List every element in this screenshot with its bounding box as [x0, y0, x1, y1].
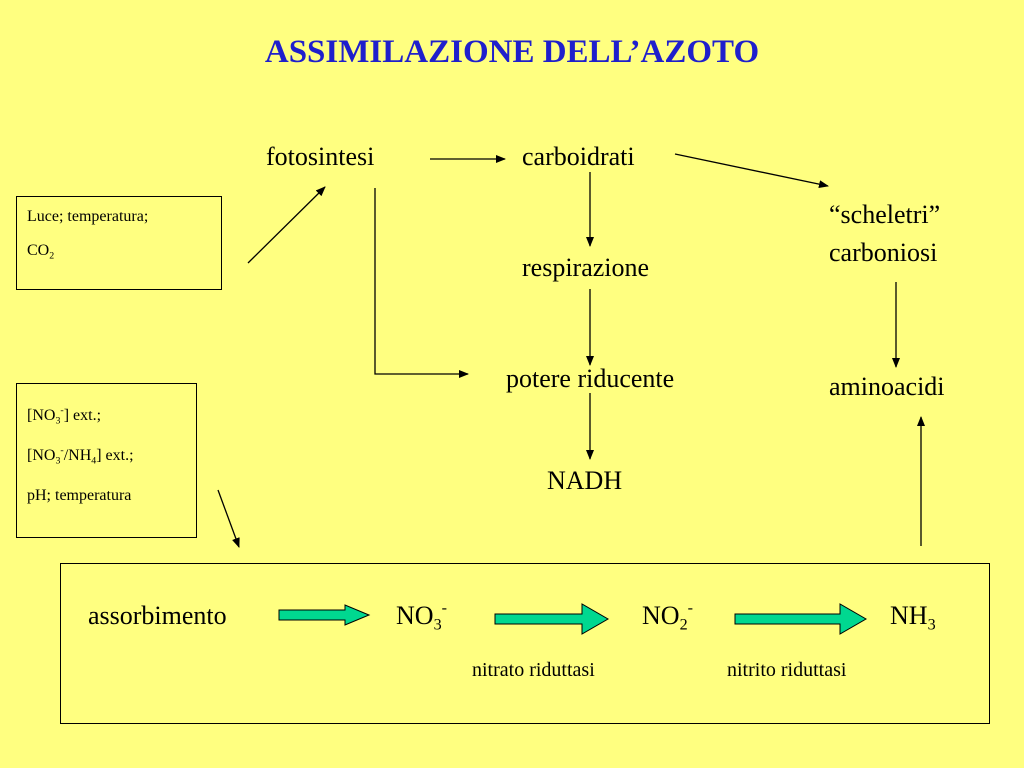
green-arrow-no2-nh3: [734, 603, 868, 635]
arrow-light-fotosintesi: [247, 186, 326, 264]
light-conditions-line2: CO2: [27, 242, 55, 262]
label-nitrato-riduttasi: nitrato riduttasi: [472, 659, 595, 681]
nitrate-conditions-line3: pH; temperatura: [27, 487, 132, 504]
nitrate-conditions-line1: [NO3-] ext.;: [27, 405, 102, 427]
nitrate-conditions-box: [NO3-] ext.; [NO3-/NH4] ext.; pH; temper…: [16, 383, 197, 538]
arrow-carboidrati-scheletri: [674, 153, 829, 189]
label-assorbimento: assorbimento: [88, 601, 227, 630]
label-nitrito-riduttasi: nitrito riduttasi: [727, 659, 847, 681]
light-conditions-line1: Luce; temperatura;: [27, 208, 149, 225]
light-conditions-box: Luce; temperatura; CO2: [16, 196, 222, 290]
node-fotosintesi: fotosintesi: [266, 142, 375, 171]
node-carboidrati: carboidrati: [522, 142, 635, 171]
arrow-nitrate-assorbimento: [217, 489, 240, 548]
green-arrow-assorbimento-no3: [278, 604, 371, 626]
page-title: ASSIMILAZIONE DELL’AZOTO: [264, 34, 760, 70]
arrow-fotosintesi-potere: [374, 188, 469, 378]
label-nh3: NH3: [890, 601, 936, 634]
node-respirazione: respirazione: [522, 253, 650, 282]
label-no2: NO2-: [642, 599, 693, 634]
node-aminoacidi: aminoacidi: [829, 372, 945, 401]
nitrate-conditions-line2: [NO3-/NH4] ext.;: [27, 445, 134, 467]
node-nadh: NADH: [547, 466, 623, 495]
nitrate-pathway-box: [60, 563, 990, 724]
node-scheletri-carboniosi: “scheletri” carboniosi: [829, 200, 941, 267]
green-arrow-no3-no2: [494, 603, 610, 635]
node-potere-riducente: potere riducente: [506, 364, 675, 393]
label-no3: NO3-: [396, 599, 447, 634]
